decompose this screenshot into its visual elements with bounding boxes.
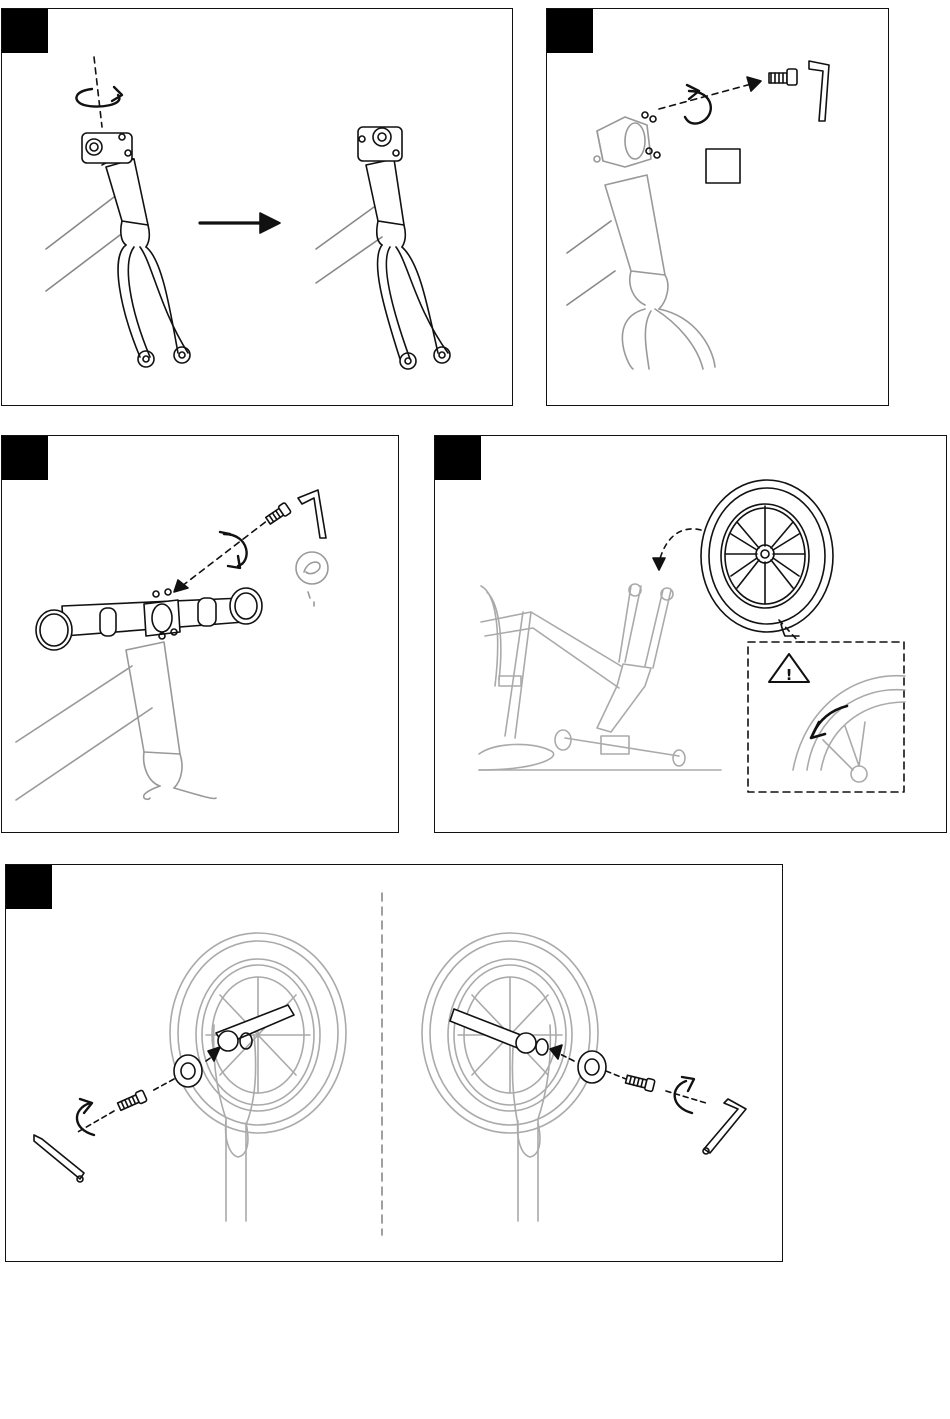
step-panel-4: ! <box>434 435 947 833</box>
stem-rotation-illustration <box>2 9 513 406</box>
step-panel-5 <box>5 864 783 1262</box>
axle-bolt-illustration <box>6 865 783 1262</box>
warning-symbol: ! <box>786 666 793 684</box>
front-wheel-illustration: ! <box>435 436 947 833</box>
handlebar-illustration <box>2 436 399 833</box>
step-panel-2 <box>546 8 889 406</box>
step-panel-3 <box>1 435 399 833</box>
step-panel-1 <box>1 8 513 406</box>
stem-bolt-illustration <box>547 9 889 406</box>
